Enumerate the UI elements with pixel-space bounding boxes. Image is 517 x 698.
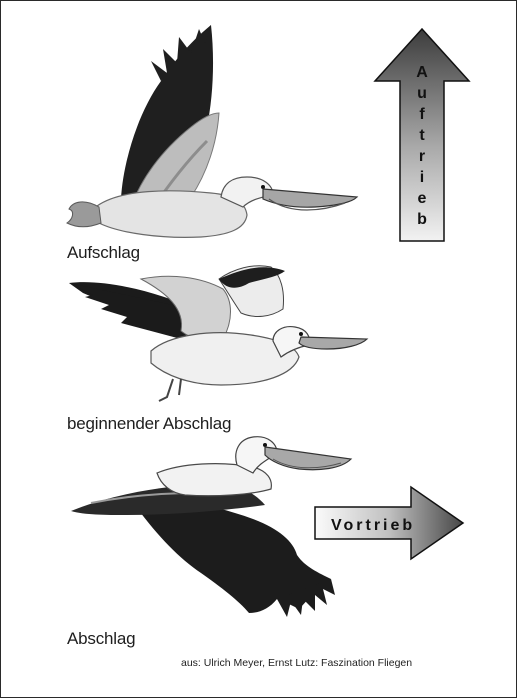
thrust-arrow-label: Vortrieb: [331, 517, 415, 534]
lift-arrow-letter: i: [420, 169, 424, 186]
lift-arrow-letter: e: [418, 190, 427, 207]
caption-aufschlag: Aufschlag: [67, 243, 140, 263]
source-credit: aus: Ulrich Meyer, Ernst Lutz: Faszinati…: [181, 657, 412, 669]
thrust-arrow: Vortrieb: [315, 487, 463, 559]
pelican-upstroke: [67, 25, 357, 237]
pelican-beginning-downstroke: [69, 266, 367, 401]
caption-beginning-downstroke: beginnender Abschlag: [67, 414, 231, 434]
lift-arrow-letter: t: [419, 127, 425, 144]
lift-arrow-letter: f: [419, 106, 425, 123]
lift-arrow-letter: u: [417, 85, 427, 102]
lift-arrow-letter: A: [416, 64, 428, 81]
pelican-downstroke: [71, 437, 351, 617]
lift-arrow-letter: r: [419, 148, 425, 165]
caption-abschlag: Abschlag: [67, 629, 135, 649]
lift-arrow-letter: b: [417, 211, 427, 228]
